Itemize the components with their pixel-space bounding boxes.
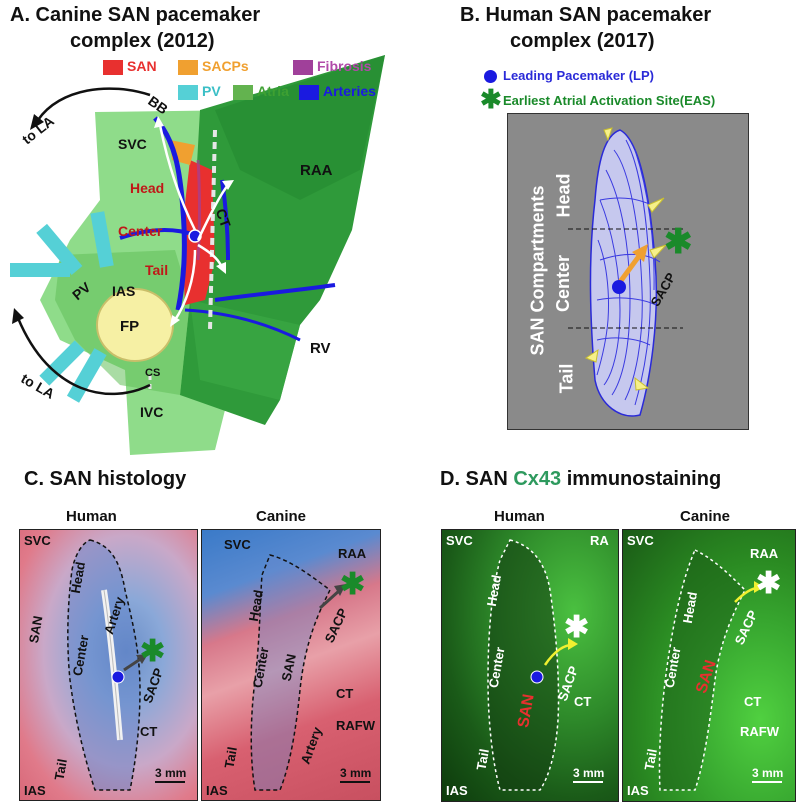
panel-d-title-post: immunostaining [561,468,722,490]
human-histo-ias: IAS [24,783,46,798]
panel-d-title: D. SAN Cx43 immunostaining [440,468,721,490]
canine-histology-asterisk-icon: ✱ [340,568,366,601]
legend-swatch-pv [178,85,198,100]
human-immuno-ias: IAS [446,783,468,798]
human-histology-asterisk-icon: ✱ [140,635,166,668]
canine-immuno-ct: CT [744,694,762,709]
label-ias: IAS [112,283,136,299]
panel-b-title: B. Human SAN pacemaker [460,4,712,26]
canine-immuno-asterisk-icon: ✱ [756,567,782,600]
human-histo-ct: CT [140,724,158,739]
eas-legend-label: Earliest Atrial Activation Site(EAS) [503,93,716,108]
human-histo-svc: SVC [24,533,51,548]
histology-canine-header: Canine [256,508,307,525]
label-cs: CS [145,367,161,379]
canine-immuno-ias: IAS [627,783,649,798]
canine-immuno-rafw: RAFW [740,724,779,739]
legend-swatch-atria [233,85,253,100]
label-fp: FP [120,318,140,335]
legend-label-arteries: Arteries [323,83,376,99]
legend-label-atria: Atria [257,83,289,99]
label-head: Head [130,180,165,196]
human-immuno-scale-label: 3 mm [573,766,605,780]
legend-label-sacps: SACPs [202,58,249,74]
canine-immuno-raa: RAA [750,546,779,561]
panel-a-title-line2: complex (2012) [70,30,215,52]
legend-swatch-arteries [299,85,319,100]
label-ivc: IVC [140,404,164,420]
panel-b-title-line2: complex (2017) [510,30,655,52]
eas-legend-asterisk-icon: ✱ [480,84,502,114]
canine-histo-ct: CT [336,686,354,701]
histology-canine-image [201,529,381,801]
panel-d-title-pre: D. SAN [440,468,514,490]
human-immuno-svc: SVC [446,533,473,548]
legend-swatch-fibrosis [293,60,313,75]
panel-a-title: A. Canine SAN pacemaker [10,4,261,26]
legend-label-fibrosis: Fibrosis [317,58,372,74]
canine-histo-rafw: RAFW [336,718,375,733]
human-immuno-asterisk-icon: ✱ [564,611,590,644]
histology-human-image [19,529,198,801]
canine-immuno-svc: SVC [627,533,654,548]
label-tail: Tail [145,262,169,278]
immuno-human-header: Human [494,508,545,525]
legend-swatch-san [103,60,123,75]
label-center: Center [118,223,163,239]
label-raa: RAA [300,162,333,179]
label-rv: RV [310,340,331,357]
canine-histo-raa: RAA [338,546,367,561]
panel-d-title-cx43: Cx43 [513,468,562,490]
legend-swatch-sacps [178,60,198,75]
immuno-canine-header: Canine [680,508,731,525]
canine-histo-ias: IAS [206,783,228,798]
canine-histo-scale-label: 3 mm [340,766,372,780]
canine-immuno-scale-label: 3 mm [752,766,784,780]
eas-asterisk-icon: ✱ [664,223,693,261]
human-immuno-ct: CT [574,694,592,709]
histology-human-header: Human [66,508,117,525]
legend-label-pv: PV [202,83,221,99]
lp-legend-dot-icon [484,70,497,83]
human-immuno-ra: RA [590,533,609,548]
lp-legend-label: Leading Pacemaker (LP) [503,68,654,83]
panel-c-title: C. SAN histology [24,468,187,490]
legend-label-san: SAN [127,58,157,74]
canine-histo-svc: SVC [224,537,251,552]
human-histo-scale-label: 3 mm [155,766,187,780]
label-svc: SVC [118,136,147,152]
